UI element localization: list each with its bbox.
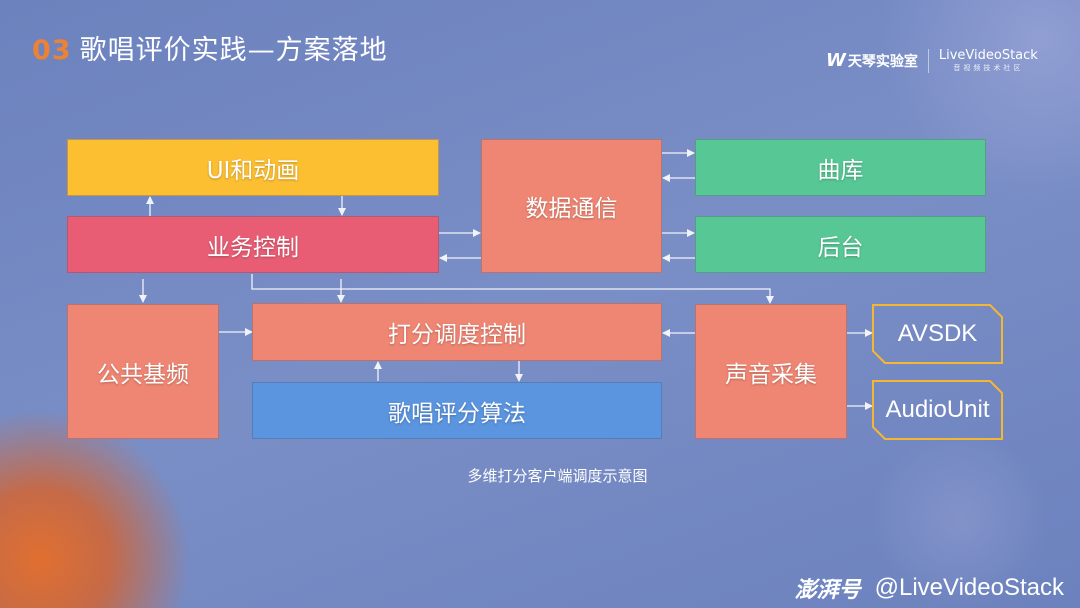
node-label: 业务控制 — [207, 234, 299, 261]
node-label: AudioUnit — [885, 396, 990, 423]
node-backend: 后台 — [695, 216, 986, 273]
node-audiounit: AudioUnit — [872, 380, 1003, 440]
author-handle: @LiveVideoStack — [874, 574, 1064, 601]
logo-bar: W 天琴实验室 LiveVideoStack 音视频技术社区 — [826, 48, 1038, 73]
node-audio-capture: 声音采集 — [695, 304, 847, 439]
watermark: 澎湃号 @LiveVideoStack — [795, 572, 1064, 604]
node-data-communication: 数据通信 — [481, 139, 662, 273]
node-label: 公共基频 — [97, 361, 189, 388]
node-label: AVSDK — [897, 320, 978, 347]
node-business-control: 业务控制 — [67, 216, 439, 273]
tme-mark-icon: W — [826, 50, 846, 71]
node-common-pitch: 公共基频 — [67, 304, 219, 439]
lvs-subtitle: 音视频技术社区 — [953, 64, 1024, 72]
node-avsdk: AVSDK — [872, 304, 1003, 364]
lvs-logo: LiveVideoStack 音视频技术社区 — [939, 48, 1038, 73]
node-label: 歌唱评分算法 — [388, 400, 526, 427]
lvs-name: LiveVideoStack — [938, 48, 1038, 63]
node-scoring-scheduler: 打分调度控制 — [252, 303, 662, 361]
title-text: 歌唱评价实践—方案落地 — [79, 35, 388, 66]
brand-logo: 澎湃号 — [794, 578, 861, 603]
octagon-frame — [872, 304, 1003, 364]
logo-divider — [927, 48, 929, 73]
node-song-library: 曲库 — [695, 139, 986, 196]
section-number: 03 — [32, 35, 72, 66]
diagram-caption: 多维打分客户端调度示意图 — [467, 467, 648, 485]
node-label: 数据通信 — [525, 196, 618, 222]
node-ui-animation: UI和动画 — [67, 139, 439, 196]
edge-business-capture — [251, 274, 774, 304]
octagon-frame — [872, 380, 1003, 440]
node-label: 声音采集 — [725, 361, 817, 388]
tme-name: 天琴实验室 — [847, 53, 918, 70]
node-label: 曲库 — [817, 157, 864, 184]
node-label: 打分调度控制 — [388, 322, 526, 348]
node-label: 后台 — [817, 234, 864, 261]
tme-logo: W 天琴实验室 — [826, 50, 918, 71]
node-singing-scoring-algorithm: 歌唱评分算法 — [252, 382, 662, 439]
node-label: UI和动画 — [206, 157, 300, 184]
